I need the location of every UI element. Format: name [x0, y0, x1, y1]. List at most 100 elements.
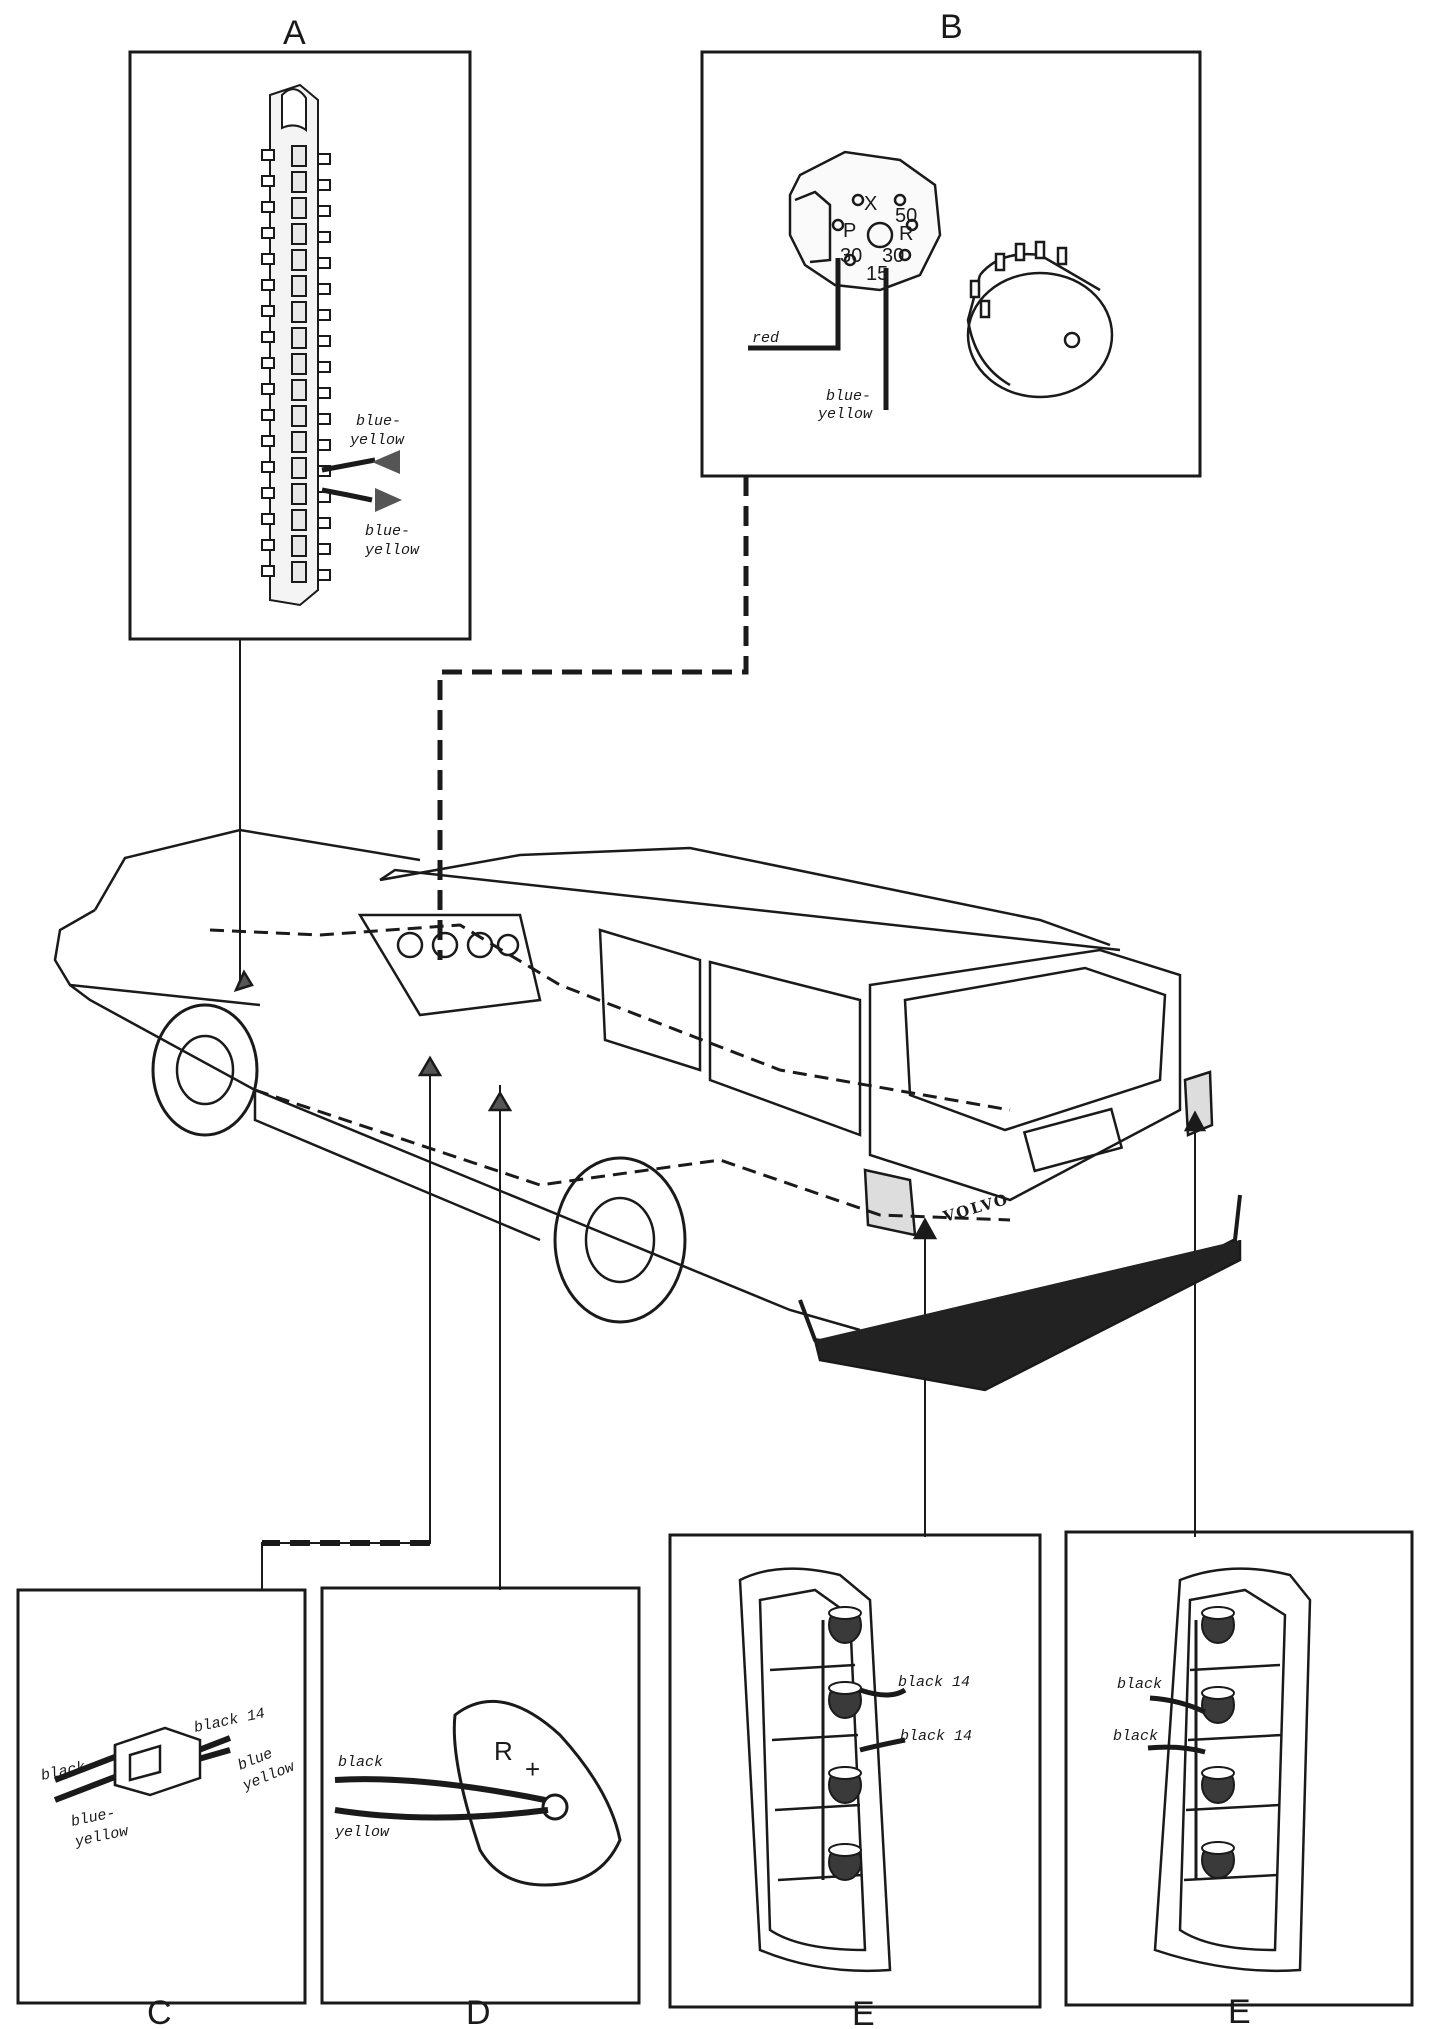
panel-e2-letter: E — [1228, 1993, 1251, 2029]
fuse — [291, 379, 307, 401]
switch-mark-r: R — [899, 223, 913, 245]
leader-c-solid — [261, 1070, 431, 1590]
fuse-terminal-right — [317, 543, 331, 555]
panel-a-letter: A — [283, 14, 306, 52]
wire-d-black — [334, 1776, 546, 1803]
fuse-terminal-left — [261, 513, 275, 525]
fuse-terminal-left — [261, 305, 275, 317]
ignition-switch-front — [966, 240, 1114, 399]
fuse-terminal-left — [261, 383, 275, 395]
panel-d-letter: D — [466, 1994, 491, 2029]
label-e1-black14-2: black 14 — [900, 1728, 972, 1745]
switch-mark-x: X — [864, 193, 877, 215]
fuse — [291, 197, 307, 219]
panel-e-right: E black black — [1064, 1530, 1414, 2029]
fuse — [291, 431, 307, 453]
fuse — [291, 483, 307, 505]
switch-mark-50: 50 — [895, 205, 917, 227]
fuse-terminal-right — [317, 205, 331, 217]
fuse-terminal-left — [261, 227, 275, 239]
gear-mark-r: R — [494, 1736, 513, 1766]
fuse — [291, 457, 307, 479]
label-a-blue-2: blue- — [365, 523, 410, 540]
label-a-yellow-1: yellow — [349, 432, 405, 449]
label-a-blue-1: blue- — [356, 413, 401, 430]
fuse-terminal-right — [317, 439, 331, 451]
fuse-terminal-left — [261, 331, 275, 343]
bulb-sockets-right — [1194, 1606, 1235, 1880]
fuse — [291, 535, 307, 557]
fuse-wire-lower — [321, 487, 402, 512]
bulb-socket-rim — [828, 1766, 862, 1780]
switch-mark-15: 15 — [866, 263, 888, 285]
panel-b-letter: B — [940, 8, 963, 46]
fuse-terminal-left — [261, 565, 275, 577]
bulb-socket-rim — [1201, 1766, 1235, 1780]
wire-e1-upper — [859, 1687, 907, 1698]
ignition-switch-rear — [788, 150, 942, 292]
fuse-terminal-right — [317, 309, 331, 321]
bulb-socket-rim — [1201, 1606, 1235, 1620]
fuse-terminal-right — [317, 335, 331, 347]
bulb-socket-rim — [828, 1843, 862, 1857]
panel-e2-frame — [1064, 1530, 1414, 2007]
fuse — [291, 145, 307, 167]
fuse — [291, 223, 307, 245]
fuse — [291, 249, 307, 271]
label-e2-black-1: black — [1117, 1676, 1162, 1693]
fuse-terminal-right — [317, 413, 331, 425]
connector-illustration — [53, 1726, 232, 1803]
panel-c-letter: C — [147, 1994, 172, 2029]
label-e2-black-2: black — [1113, 1728, 1158, 1745]
fuse — [291, 405, 307, 427]
panel-e-left: E black 14 black 14 — [668, 1533, 1042, 2029]
selector-housing — [452, 1699, 622, 1887]
tail-light-housing-left — [738, 1567, 892, 1973]
panel-a-frame — [128, 50, 472, 641]
panel-c: C black 14 black blue- yellow blue yello… — [16, 1588, 307, 2029]
bulb-sockets-left — [821, 1606, 862, 1881]
fuse-terminal-left — [261, 409, 275, 421]
fuse-terminal-right — [317, 569, 331, 581]
wire-e2-upper — [1149, 1695, 1207, 1715]
fuse-terminal-right — [317, 179, 331, 191]
label-e1-black14-1: black 14 — [898, 1674, 970, 1691]
leader-lines — [239, 476, 1196, 1590]
fuse-terminal-right — [317, 387, 331, 399]
fuse — [291, 301, 307, 323]
fuse-terminal-left — [261, 175, 275, 187]
bulb-socket-rim — [828, 1606, 862, 1620]
panel-d-frame — [320, 1586, 641, 2005]
switch-pin — [1014, 242, 1026, 262]
bulb-socket-rim — [1201, 1841, 1235, 1855]
fuse — [291, 275, 307, 297]
fuse-terminal-left — [261, 435, 275, 447]
label-c-black14: black 14 — [193, 1705, 267, 1737]
fuse-terminal-left — [261, 461, 275, 473]
switch-mark-p: P — [843, 220, 856, 242]
fuse-terminal-right — [317, 231, 331, 243]
bulb-socket-rim — [828, 1681, 862, 1695]
station-wagon — [53, 828, 1242, 1392]
panel-b-frame — [700, 50, 1202, 478]
wire-red — [748, 258, 841, 351]
label-b-red: red — [752, 330, 779, 347]
switch-pin — [969, 279, 981, 299]
wire-e1-lower — [859, 1737, 906, 1753]
fuse-terminal-left — [261, 253, 275, 265]
fuse-terminal-left — [261, 201, 275, 213]
fuse-terminal-left — [261, 539, 275, 551]
leader-b — [437, 476, 749, 960]
fuse-terminal-left — [261, 487, 275, 499]
switch-pin — [994, 252, 1006, 272]
wire-e2-lower — [1147, 1744, 1206, 1755]
panel-a: A blue- yellow blue- yellow — [128, 14, 472, 641]
panel-b: B X 50 P R 30 30 15 red blue- yellow — [700, 8, 1202, 478]
fuse-terminal-right — [317, 257, 331, 269]
panel-e1-letter: E — [852, 1995, 875, 2029]
switch-pin — [979, 299, 991, 319]
wire-d-yellow — [334, 1807, 549, 1821]
label-c-black: black — [40, 1759, 88, 1785]
fuse-terminal-left — [261, 149, 275, 161]
